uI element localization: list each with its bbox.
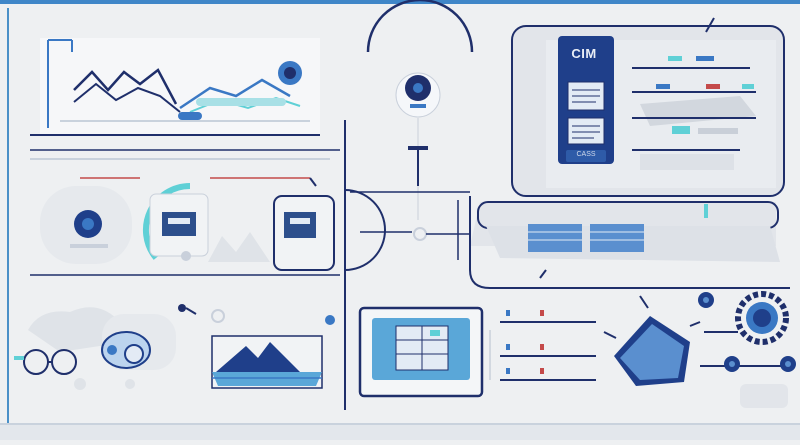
mountain-landscape-icon: [211, 335, 323, 389]
brand-label: CIM: [571, 46, 597, 61]
gear-icon: [40, 186, 132, 264]
monitor-icon: [273, 189, 386, 271]
document-icon: [632, 17, 756, 170]
pointer-tick: [309, 177, 317, 187]
globe-icon: [278, 61, 302, 85]
gear-icon: [101, 314, 176, 370]
connection-node-icon: [360, 227, 470, 241]
top-accent-bar: [0, 0, 800, 4]
document-icon: [469, 196, 790, 289]
robot-head-icon: [395, 72, 441, 118]
monitor-icon: [358, 306, 484, 398]
blue-dot: [325, 315, 335, 325]
bottom-band: [0, 424, 800, 440]
node-dot: [178, 304, 186, 312]
gear-icon: [698, 291, 796, 408]
connector-cap: [408, 146, 428, 150]
brand-sublabel: CASS: [576, 151, 596, 158]
microchip-icon: [142, 182, 209, 261]
top-arc: [366, 0, 474, 53]
connection-node-icon: [603, 295, 701, 386]
mountain-landscape-icon: [208, 232, 270, 262]
line-chart-icon: [30, 38, 320, 136]
ring-dot: [211, 309, 225, 323]
document-icon: [489, 310, 596, 381]
node-dot-tail: [185, 307, 197, 315]
mid-line-shadow: [30, 158, 330, 160]
